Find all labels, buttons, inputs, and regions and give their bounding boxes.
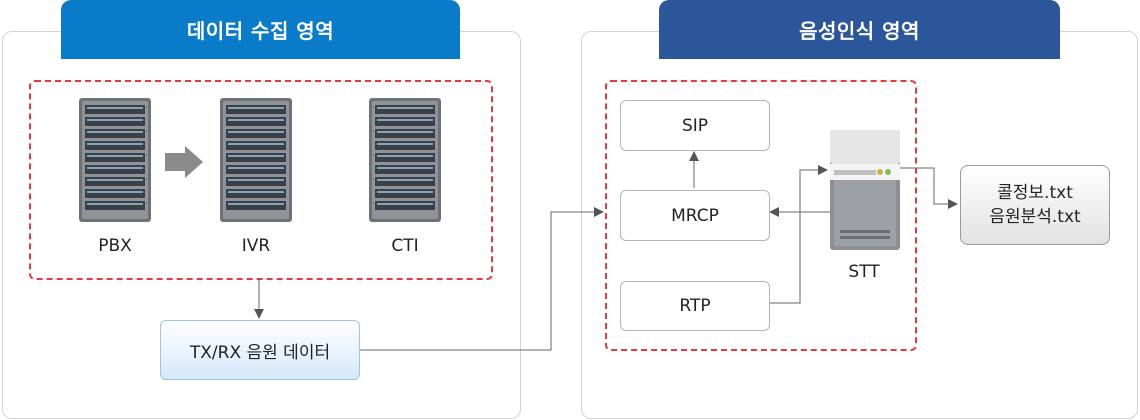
audio-to-mrcp-line xyxy=(360,207,604,351)
cti-server-icon xyxy=(369,98,441,226)
rtp-box: RTP xyxy=(620,281,770,331)
ivr-label: IVR xyxy=(241,236,271,256)
audio-data-box: TX/RX 음원 데이터 xyxy=(160,320,360,380)
speech-recognition-title: 음성인식 영역 xyxy=(659,0,1060,59)
stt-to-output-line xyxy=(899,167,958,209)
stt-machine-icon xyxy=(830,130,900,254)
data-collection-title: 데이터 수집 영역 xyxy=(61,0,460,59)
sip-box: SIP xyxy=(620,100,770,151)
pbx-label: PBX xyxy=(98,236,132,256)
recognition-group-frame xyxy=(605,80,917,351)
mrcp-box: MRCP xyxy=(620,190,770,241)
ivr-server-icon xyxy=(220,98,292,226)
call-info-file: 콜정보.txt xyxy=(997,183,1073,203)
cti-label: CTI xyxy=(391,236,419,256)
rtp-to-stt-line xyxy=(770,165,828,304)
output-files-box: 콜정보.txt 음원분석.txt xyxy=(960,165,1110,245)
audio-analysis-file: 음원분석.txt xyxy=(989,207,1081,227)
stt-label: STT xyxy=(848,262,880,282)
pbx-server-icon xyxy=(79,98,151,226)
pbx-to-ivr-arrow xyxy=(165,146,203,178)
server-group-frame xyxy=(29,80,493,280)
